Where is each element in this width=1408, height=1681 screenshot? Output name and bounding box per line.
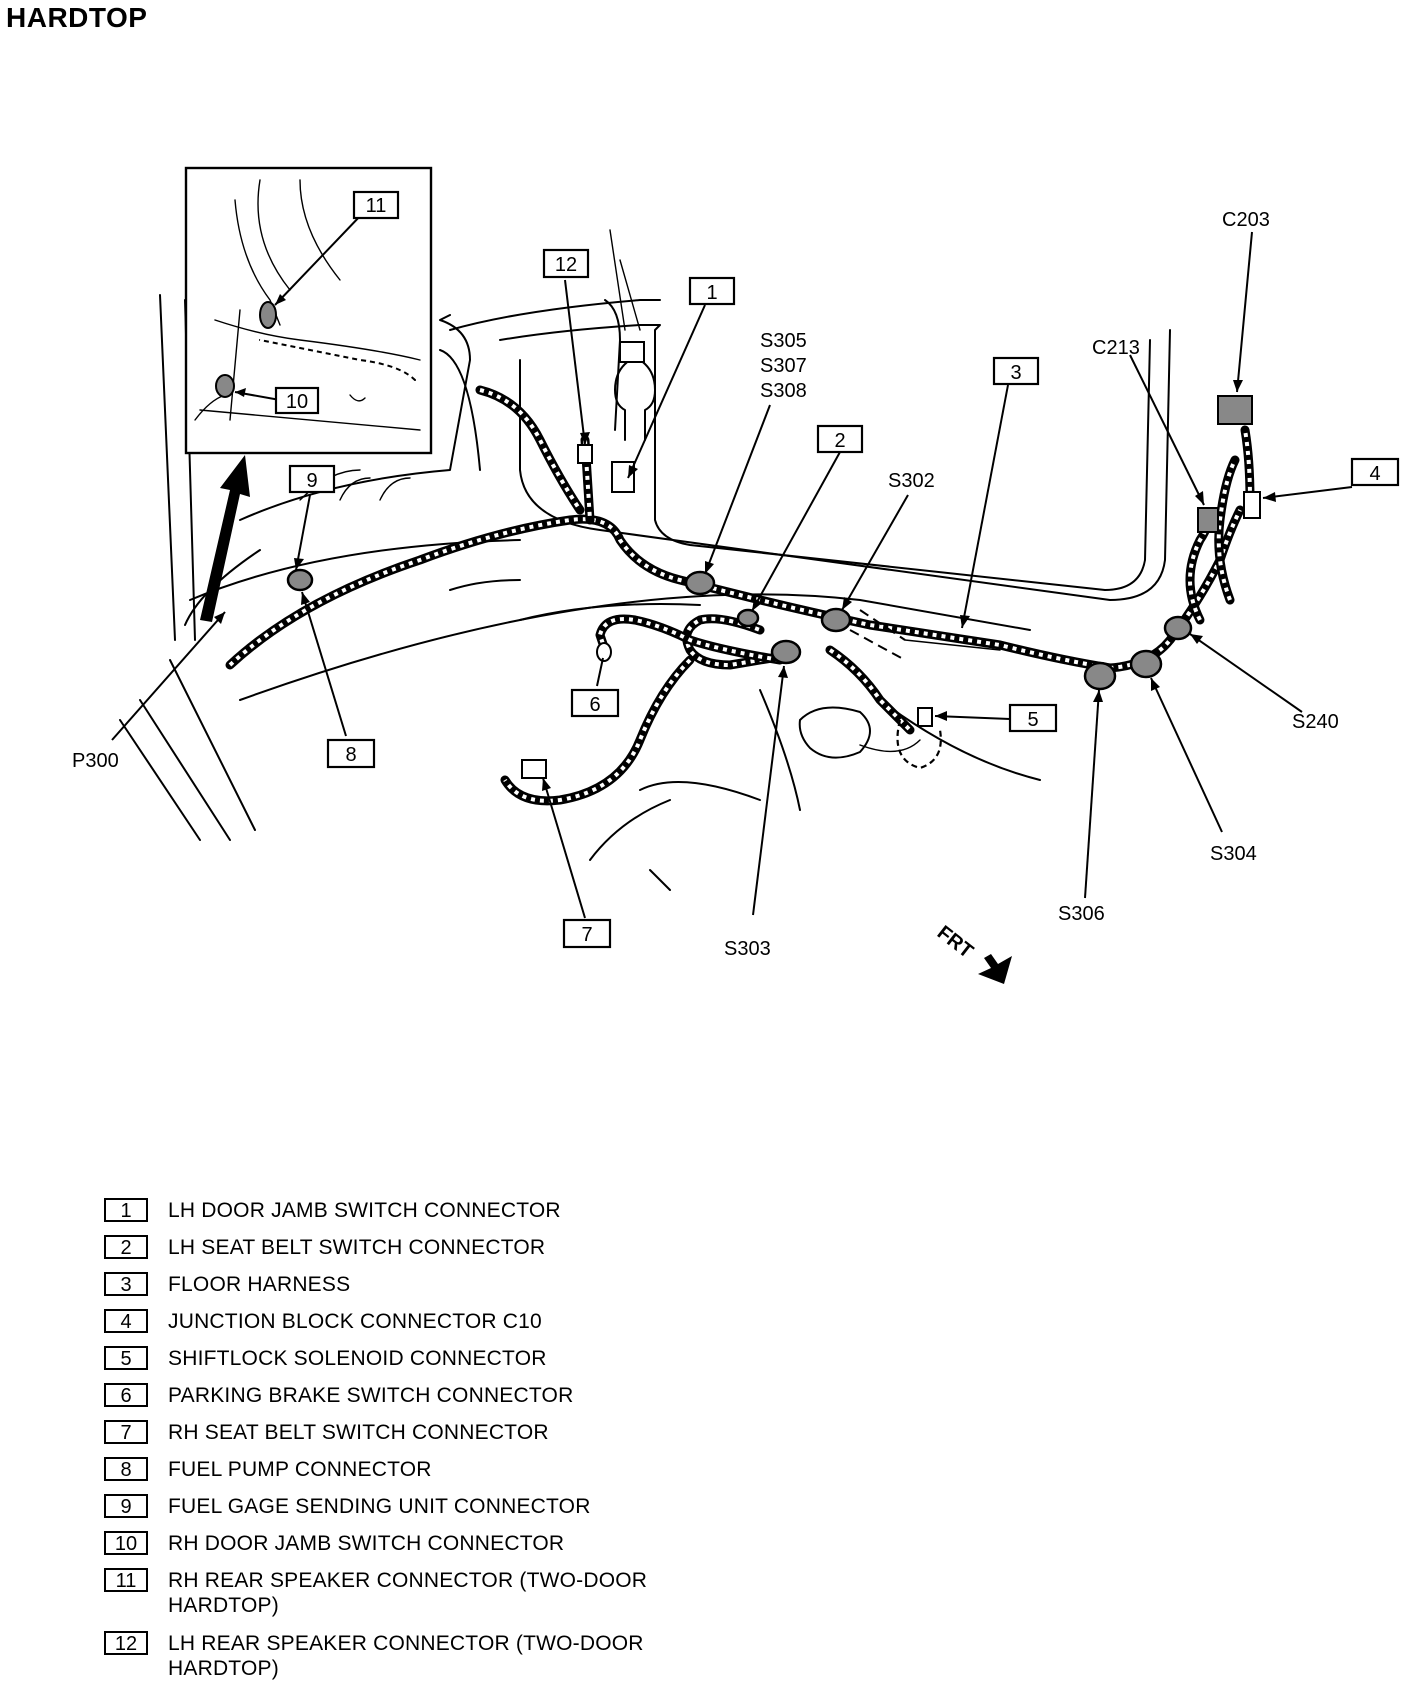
callout-8: 8: [326, 738, 376, 769]
callout-7: 7: [562, 918, 612, 949]
page-title: HARDTOP: [6, 2, 148, 33]
legend-number-box: 7: [104, 1420, 148, 1444]
leader-lines: [111, 231, 1353, 919]
svg-text:9: 9: [306, 470, 317, 492]
splices: [286, 341, 1261, 779]
legend-number-box: 1: [104, 1198, 148, 1222]
svg-text:11: 11: [366, 195, 387, 217]
label-c213: C213: [1092, 337, 1140, 359]
callout-10: 10: [274, 386, 320, 415]
label-s240: S240: [1292, 711, 1339, 733]
inset-pointer-arrow: [200, 455, 250, 622]
splice-lh-seat-belt: [736, 608, 760, 628]
legend-number-box: 11: [104, 1568, 148, 1592]
callout-9: 9: [288, 464, 336, 494]
splice-s306: [1083, 661, 1117, 691]
legend-number-box: 5: [104, 1346, 148, 1370]
legend-label: RH SEAT BELT SWITCH CONNECTOR: [168, 1421, 549, 1444]
callout-3: 3: [992, 356, 1040, 386]
svg-text:12: 12: [555, 254, 577, 276]
svg-text:1: 1: [706, 282, 717, 304]
callout-2: 2: [816, 424, 864, 454]
connector-c203: [1217, 395, 1253, 425]
connector-c213: [1197, 507, 1219, 533]
connector-shiftlock: [917, 707, 933, 727]
connector-lh-door-jamb: [611, 461, 635, 493]
svg-text:8: 8: [345, 744, 356, 766]
legend-label: JUNCTION BLOCK CONNECTOR C10: [168, 1310, 542, 1333]
splice-s302: [820, 607, 852, 633]
label-frt: FRT: [933, 922, 977, 963]
connector-lh-rear-speaker: [577, 444, 593, 464]
label-s303: S303: [724, 938, 771, 960]
legend-number-box: 6: [104, 1383, 148, 1407]
wiring-harness-diagram: 1 2 3 4 5 6 7 8: [72, 166, 1400, 984]
svg-text:5: 5: [1027, 709, 1038, 731]
legend-label: FUEL GAGE SENDING UNIT CONNECTOR: [168, 1495, 591, 1518]
label-s307: S307: [760, 355, 807, 377]
legend-label: LH REAR SPEAKER CONNECTOR (TWO-DOOR HARD…: [168, 1632, 644, 1680]
splice-s240: [1163, 615, 1193, 641]
legend-label: SHIFTLOCK SOLENOID CONNECTOR: [168, 1347, 547, 1370]
connector-junction-block: [1243, 491, 1261, 519]
label-s308: S308: [760, 380, 807, 402]
legend-label: RH REAR SPEAKER CONNECTOR (TWO-DOOR HARD…: [168, 1569, 648, 1617]
callout-5: 5: [1008, 703, 1058, 733]
legend-label: RH DOOR JAMB SWITCH CONNECTOR: [168, 1532, 565, 1555]
label-s306: S306: [1058, 903, 1105, 925]
legend-label: FLOOR HARNESS: [168, 1273, 351, 1296]
svg-text:6: 6: [589, 694, 600, 716]
legend-number-box: 12: [104, 1631, 148, 1655]
callout-6: 6: [570, 688, 620, 718]
component-labels: C203 C213 S305 S307 S308 S302 S240 S304 …: [72, 209, 1339, 960]
label-s304: S304: [1210, 843, 1257, 865]
label-p300: P300: [72, 750, 119, 772]
svg-text:7: 7: [581, 924, 592, 946]
legend-number-box: 9: [104, 1494, 148, 1518]
legend-label: PARKING BRAKE SWITCH CONNECTOR: [168, 1384, 574, 1407]
connector-rh-seat-belt: [521, 759, 547, 779]
callout-11: 11: [352, 190, 400, 220]
svg-text:3: 3: [1010, 362, 1021, 384]
callout-1: 1: [688, 276, 736, 306]
legend-number-box: 2: [104, 1235, 148, 1259]
callout-4: 4: [1350, 457, 1400, 487]
legend-number-box: 4: [104, 1309, 148, 1333]
splice-s304: [1129, 649, 1163, 679]
legend-label: LH DOOR JAMB SWITCH CONNECTOR: [168, 1199, 561, 1222]
svg-text:10: 10: [286, 391, 308, 413]
splice-s303: [770, 639, 802, 665]
svg-text:2: 2: [834, 430, 845, 452]
front-arrow-icon: [978, 954, 1012, 984]
connector-parking-brake: [596, 642, 612, 662]
callout-12: 12: [542, 248, 590, 279]
connector-fuel-pump: [286, 568, 314, 592]
callout-boxes: 1 2 3 4 5 6 7 8: [274, 190, 1400, 949]
label-s305: S305: [760, 330, 807, 352]
legend-number-box: 3: [104, 1272, 148, 1296]
label-s302: S302: [888, 470, 935, 492]
label-c203: C203: [1222, 209, 1270, 231]
legend-label: FUEL PUMP CONNECTOR: [168, 1458, 432, 1481]
svg-text:4: 4: [1369, 463, 1380, 485]
splice-s305: [684, 570, 716, 596]
front-direction-indicator: FRT: [933, 922, 1012, 984]
legend-label: LH SEAT BELT SWITCH CONNECTOR: [168, 1236, 546, 1259]
legend-number-box: 8: [104, 1457, 148, 1481]
legend-number-box: 10: [104, 1531, 148, 1555]
